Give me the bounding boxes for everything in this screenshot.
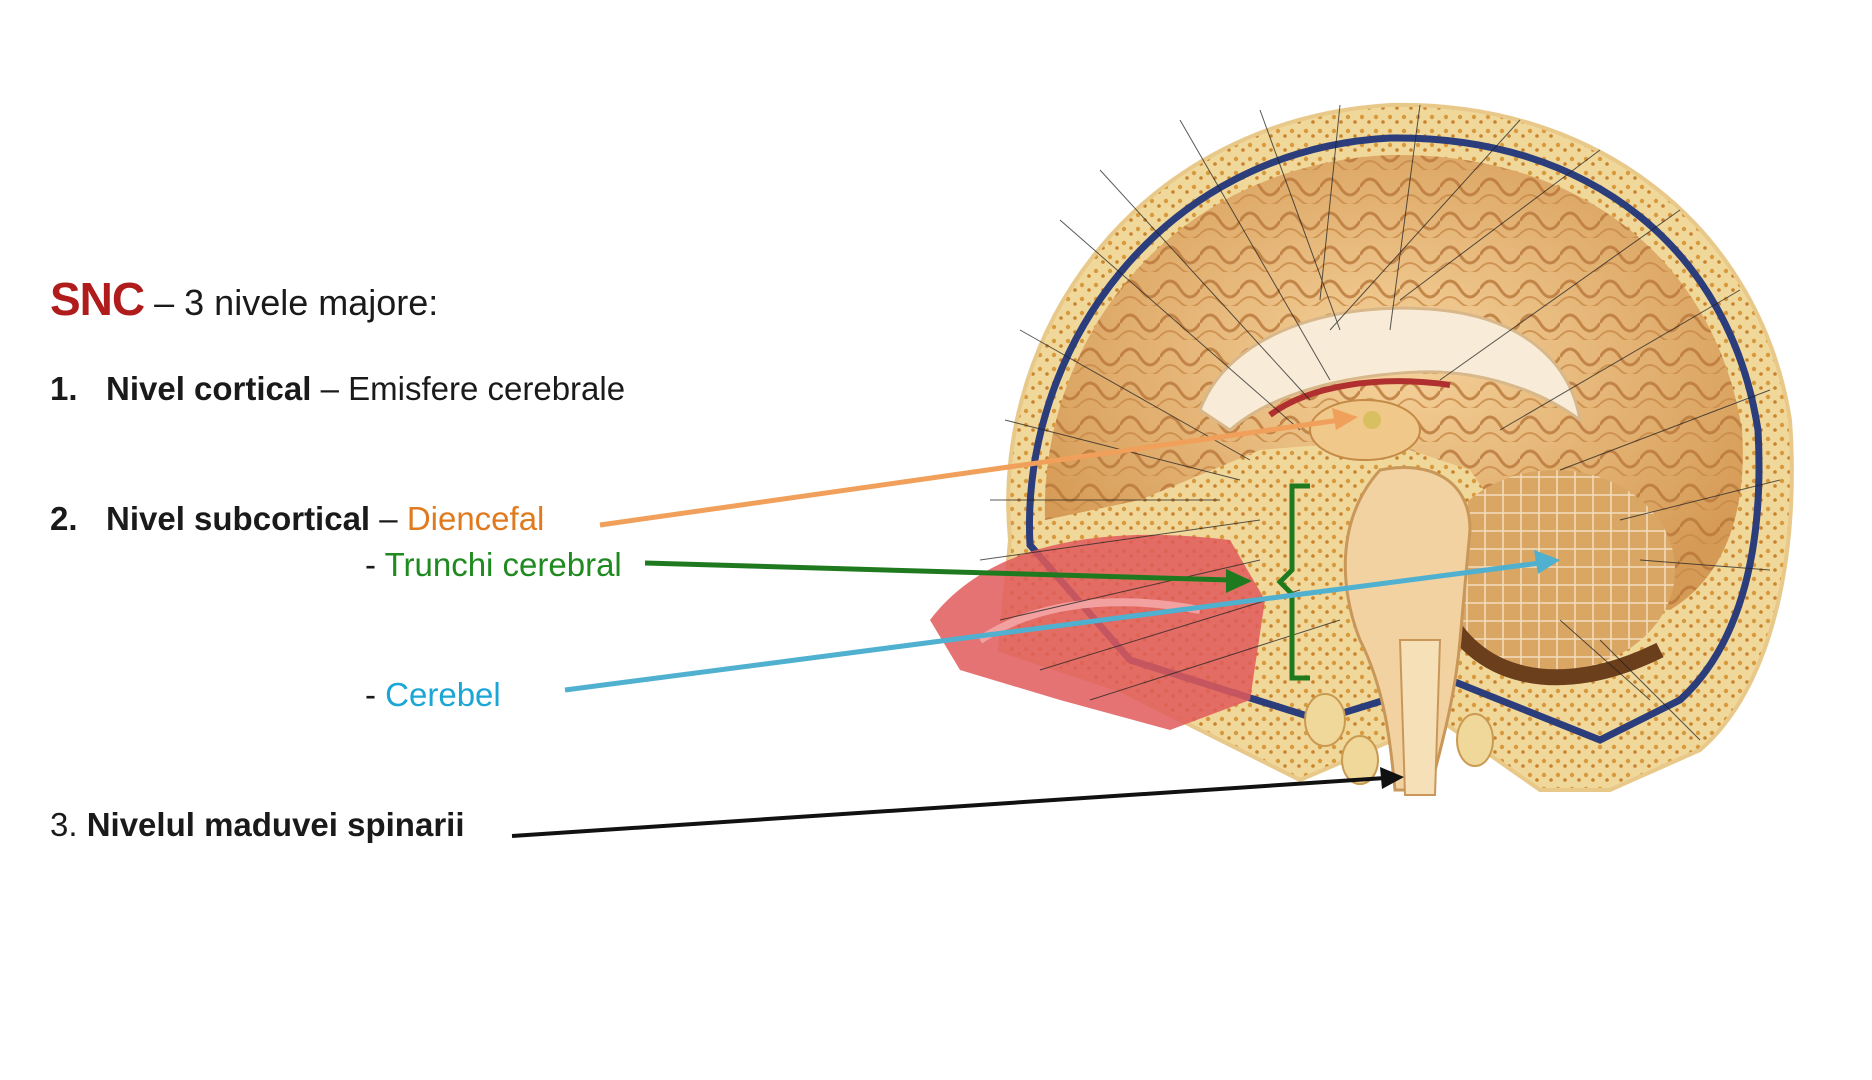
- level-2-sub-cerebel: - Cerebel: [365, 676, 501, 714]
- level-2-sub-trunchi: - Trunchi cerebral: [365, 546, 622, 584]
- nasal-cavity: [930, 534, 1265, 730]
- level-2: 2. Nivel subcortical – Diencefal: [50, 500, 544, 538]
- level-1: 1. Nivel cortical – Emisfere cerebrale: [50, 370, 625, 408]
- diencephalon: [1309, 399, 1421, 461]
- spinal-cord: [1398, 639, 1442, 796]
- arrow-maduva: [511, 767, 1404, 838]
- level-1-name: Nivel cortical: [106, 370, 312, 407]
- label-cerebel: Cerebel: [385, 676, 501, 713]
- label-trunchi-cerebral: Trunchi cerebral: [384, 546, 622, 583]
- title-abbr: SNC: [50, 273, 145, 325]
- level-3-name: Nivelul maduvei spinarii: [86, 806, 465, 843]
- arrow-cerebel: [564, 550, 1560, 693]
- label-diencefal: Diencefal: [406, 500, 545, 537]
- arrow-diencefal: [599, 408, 1358, 528]
- level-2-number: 2.: [50, 500, 78, 537]
- level-2-sep: –: [370, 500, 407, 537]
- trunchi-bracket: [1276, 483, 1310, 681]
- level-3-number: 3.: [50, 806, 87, 843]
- leader-lines: [979, 104, 1781, 741]
- sub-prefix: -: [365, 676, 386, 713]
- sub-prefix: -: [365, 546, 385, 583]
- vertebrae: [1304, 693, 1494, 785]
- corpus-callosum: [1198, 306, 1583, 432]
- level-1-number: 1.: [50, 370, 78, 407]
- level-1-detail: Emisfere cerebrale: [348, 370, 626, 407]
- level-2-name: Nivel subcortical: [106, 500, 371, 537]
- level-3: 3. Nivelul maduvei spinarii: [50, 806, 465, 844]
- slide-title: SNC – 3 nivele majore:: [50, 272, 438, 326]
- title-rest: – 3 nivele majore:: [144, 282, 439, 323]
- arrow-trunchi: [644, 560, 1252, 593]
- level-1-sep: –: [311, 370, 349, 407]
